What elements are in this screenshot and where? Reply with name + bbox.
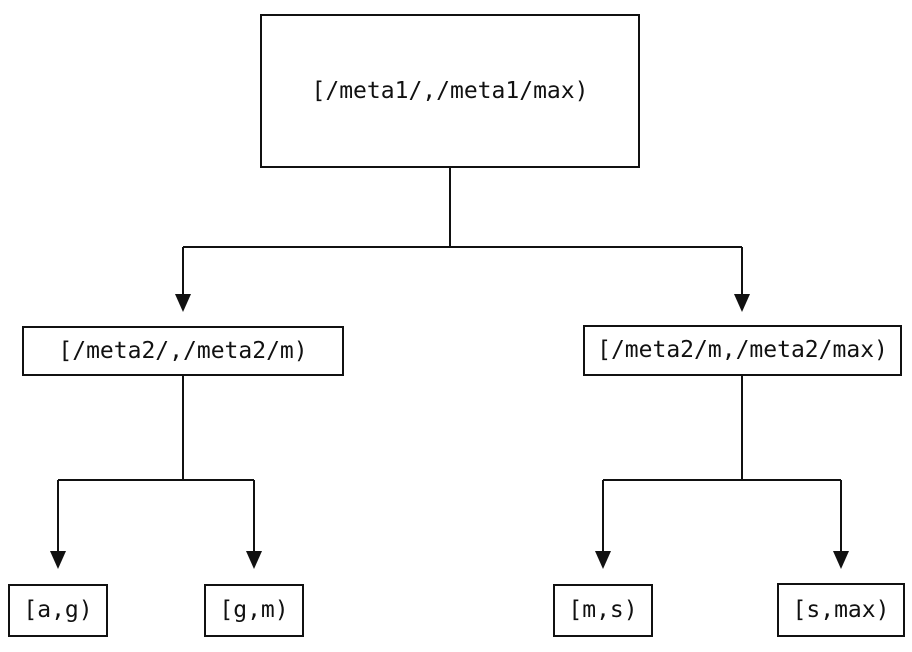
arrow-down-icon (595, 551, 611, 569)
node-meta2-low-label: [/meta2/,/meta2/m) (58, 337, 308, 364)
node-leaf-gm: [g,m) (204, 584, 304, 637)
node-meta2-low: [/meta2/,/meta2/m) (22, 326, 344, 376)
node-leaf-smax-label: [s,max) (792, 596, 890, 623)
node-leaf-gm-label: [g,m) (219, 597, 289, 623)
node-leaf-ms-label: [m,s) (568, 597, 638, 623)
node-leaf-smax: [s,max) (777, 583, 905, 637)
node-leaf-ms: [m,s) (553, 584, 653, 637)
node-meta2-high-label: [/meta2/m,/meta2/max) (597, 337, 888, 363)
arrow-down-icon (734, 294, 750, 312)
node-root-label: [/meta1/,/meta1/max) (311, 77, 589, 104)
arrow-down-icon (50, 551, 66, 569)
arrow-down-icon (246, 551, 262, 569)
arrow-down-icon (833, 551, 849, 569)
node-meta2-high: [/meta2/m,/meta2/max) (583, 325, 902, 376)
node-leaf-ag: [a,g) (8, 584, 108, 637)
arrow-down-icon (175, 294, 191, 312)
node-leaf-ag-label: [a,g) (23, 597, 93, 623)
node-root: [/meta1/,/meta1/max) (260, 14, 640, 168)
